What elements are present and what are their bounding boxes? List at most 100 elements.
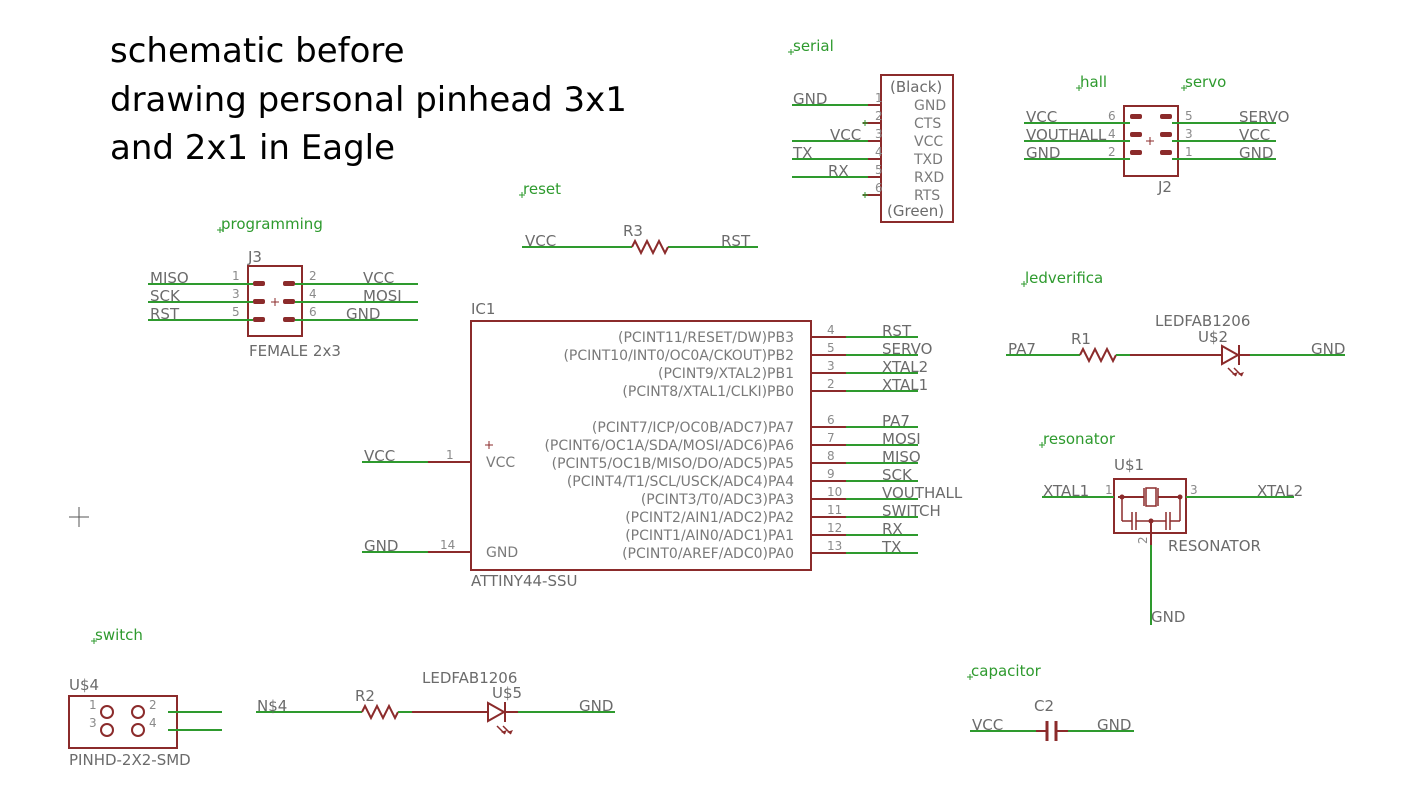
ledverifica-circuit[interactable]: R1 LEDFAB1206 U$2 PA7 GND [1006,312,1345,377]
serial-pin-num: 3 [875,127,883,141]
j3-pin-num: 6 [309,305,317,319]
net-label: GND [1239,144,1273,162]
capacitor-c2[interactable]: C2 VCC GND [970,697,1134,741]
ic1-pin-num: 8 [827,449,835,463]
serial-pin-name: RTS [914,188,940,204]
ic1-pin-name: (PCINT7/ICP/OC0B/ADC7)PA7 [592,420,794,436]
net-label: MISO [882,448,921,466]
switch-pin-num: 2 [149,698,157,712]
r2-name: R2 [355,687,375,705]
net-label: XTAL1 [882,376,928,394]
ic1-pin-name: (PCINT2/AIN1/ADC2)PA2 [625,510,794,526]
ic1-pin-num: 4 [827,323,835,337]
serial-pin-num: 1 [875,91,883,105]
j3-header[interactable]: 1 3 5 2 4 6 MISO SCK RST VCC MOSI GND J3… [148,248,418,360]
ic1-pin-num: 5 [827,341,835,355]
ic1-pin-name: (PCINT4/T1/SCL/USCK/ADC4)PA4 [567,474,794,490]
resonator-circuit[interactable]: 1 3 2 U$1 RESONATOR XTAL1 XTAL2 GND [1042,456,1303,626]
title-line-3: and 2x1 in Eagle [110,128,395,168]
j2-part-name: J2 [1157,178,1172,196]
ic1-attiny44[interactable]: IC1 ATTINY44-SSU 1 14 VCC GND VCC GND (P… [362,300,963,590]
serial-header[interactable]: (Black) (Green) 1 2 3 4 5 6 GND CTS VCC … [792,74,954,223]
switch-value: PINHD-2X2-SMD [69,751,191,769]
j3-pin-num: 5 [232,305,240,319]
serial-top-label: (Black) [890,78,942,96]
net-label: XTAL2 [1257,482,1303,500]
ic1-pin-num: 2 [827,377,835,391]
group-label-hall: hall [1080,73,1107,91]
ic1-name: IC1 [471,300,495,318]
net-label: MISO [150,269,189,287]
ic1-pin-name: VCC [486,455,515,471]
net-label: RX [828,162,849,180]
j3-pin-num: 2 [309,269,317,283]
ic1-pin-name: (PCINT0/AREF/ADC0)PA0 [622,546,794,562]
serial-pin-num: 2 [875,109,883,123]
net-label: GND [793,90,827,108]
ic1-part: ATTINY44-SSU [471,572,578,590]
net-label: VOUTHALL [1026,126,1107,144]
ic1-pin-name: (PCINT9/XTAL2)PB1 [658,366,794,382]
j2-header[interactable]: 6 4 2 5 3 1 VCC VOUTHALL GND SERVO VCC G… [1024,105,1289,196]
j3-pin-num: 3 [232,287,240,301]
switch-body [68,695,178,749]
net-label: GND [364,537,398,555]
group-label-reset: reset [523,180,561,198]
switch-pin-num: 3 [89,716,97,730]
j3-part-name: J3 [247,248,262,266]
net-label: MOSI [882,430,921,448]
group-label-serial: serial [793,37,834,55]
r1-name: R1 [1071,330,1091,348]
net-label: VCC [1026,108,1057,126]
r3-resistor[interactable]: R3 VCC RST [522,222,758,256]
group-label-resonator: resonator [1043,430,1116,448]
net-label: RST [150,305,180,323]
switch-circuit[interactable]: 1 2 3 4 U$4 PINHD-2X2-SMD N$4 R2 LEDFAB1… [68,669,615,769]
net-label: PA7 [1008,340,1036,358]
net-label: GND [579,697,613,715]
ic1-pin-num: 10 [827,485,842,499]
ic1-pin-num: 3 [827,359,835,373]
switch-name: U$4 [69,676,99,694]
net-label: RST [882,322,912,340]
net-label: VCC [830,126,861,144]
led-u2-value: LEDFAB1206 [1155,312,1250,330]
net-label: XTAL1 [1043,482,1089,500]
net-label: PA7 [882,412,910,430]
c2-name: C2 [1034,697,1054,715]
ic1-pin-name: (PCINT5/OC1B/MISO/DO/ADC5)PA5 [552,456,794,472]
resonator-pin-num: 1 [1105,483,1113,497]
net-label: GND [346,305,380,323]
j2-pin-num: 2 [1108,145,1116,159]
r3-name: R3 [623,222,643,240]
led-u5-name: U$5 [492,684,522,702]
net-label: MOSI [363,287,402,305]
net-label: TX [881,538,901,556]
net-label: GND [1311,340,1345,358]
net-label: GND [1026,144,1060,162]
group-label-capacitor: capacitor [971,662,1042,680]
serial-pin-num: 4 [875,145,883,159]
j2-pin-num: 4 [1108,127,1116,141]
net-label: GND [1097,716,1131,734]
led-u5-value: LEDFAB1206 [422,669,517,687]
j2-pin-num: 5 [1185,109,1193,123]
j2-pin-num: 1 [1185,145,1193,159]
net-label: SERVO [1239,108,1289,126]
serial-pin-num: 5 [875,163,883,177]
j2-pin-num: 6 [1108,109,1116,123]
ic1-pin-name: (PCINT11/RESET/DW)PB3 [618,330,794,346]
led-u2-name: U$2 [1198,328,1228,346]
crosshair-cursor-icon [69,507,89,527]
ic1-pin-name: GND [486,545,518,561]
serial-bottom-label: (Green) [887,202,944,220]
serial-pin-name: CTS [914,116,941,132]
net-label: XTAL2 [882,358,928,376]
ic1-pin-num: 9 [827,467,835,481]
net-label: N$4 [257,697,287,715]
j3-part-value: FEMALE 2x3 [249,342,341,360]
group-label-ledverifica: ledverifica [1025,269,1103,287]
j3-pin-num: 4 [309,287,317,301]
net-label: VCC [1239,126,1270,144]
resonator-name: U$1 [1114,456,1144,474]
